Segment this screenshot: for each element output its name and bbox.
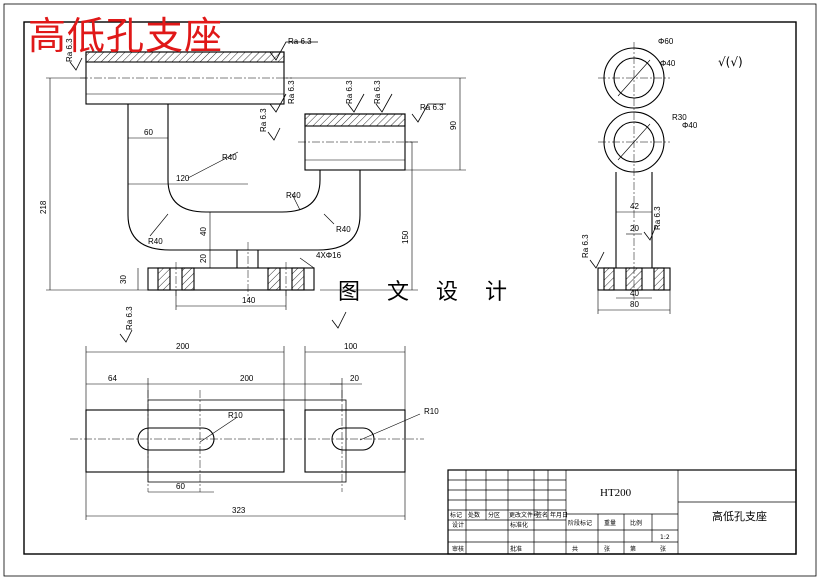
roughness-label-v4: Ra 6.3 <box>259 108 268 132</box>
dim-42: 42 <box>630 202 639 211</box>
dim-90: 90 <box>449 121 458 130</box>
tb-stage-mark: 阶段标记 <box>568 519 592 527</box>
tb-review: 审核 <box>452 545 464 553</box>
tb-zone: 分区 <box>488 511 500 519</box>
front-view-dim-texts: 60 120 R40 R40 R40 R40 40 20 30 140 4XΦ1… <box>39 121 458 305</box>
dim-140: 140 <box>242 296 256 305</box>
tb-material: HT200 <box>600 487 632 499</box>
dim-20: 20 <box>199 254 208 263</box>
roughness-label-v1: Ra 6.3 <box>345 80 354 104</box>
dim-60: 60 <box>144 128 153 137</box>
dim-323: 323 <box>232 506 246 515</box>
general-roughness: √(√) <box>718 55 743 69</box>
dim-r40-d: R40 <box>336 225 351 234</box>
dim-64: 64 <box>108 374 117 383</box>
roughness-label-v7: Ra 6.3 <box>653 206 662 230</box>
dim-40: 40 <box>199 227 208 236</box>
tb-scale: 1:2 <box>660 534 670 541</box>
dim-218: 218 <box>39 200 48 214</box>
tb-approve: 批准 <box>510 545 522 553</box>
tb-standardize: 标准化 <box>510 521 528 529</box>
title-block-texts: 标记 处数 分区 更改文件号 签名 年月日 设计 标准化 阶段标记 重量 比例 … <box>450 487 767 553</box>
roughness-label-v5: Ra 6.3 <box>125 306 134 330</box>
side-view-dim-lines <box>597 59 671 314</box>
outer-border <box>3 3 817 577</box>
roughness-label-v8: Ra 6.3 <box>65 38 74 62</box>
roughness-label-v6: Ra 6.3 <box>581 234 590 258</box>
overlay-title: 高低孔支座 <box>28 14 224 58</box>
roughness-label-top: Ra 6.3 <box>288 37 312 46</box>
dim-20-side: 20 <box>630 224 639 233</box>
top-view <box>70 390 424 492</box>
dim-80: 80 <box>630 300 639 309</box>
roughness-label-v3: Ra 6.3 <box>287 80 296 104</box>
tb-count: 处数 <box>468 511 480 519</box>
tb-weight: 重量 <box>604 519 616 527</box>
tb-total: 共 <box>572 545 578 553</box>
dim-200-a: 200 <box>176 342 190 351</box>
tb-mark: 标记 <box>450 511 462 519</box>
title-block <box>447 469 797 555</box>
dim-100: 100 <box>344 342 358 351</box>
tb-change-doc: 更改文件号 <box>509 511 539 519</box>
dim-r40-b: R40 <box>148 237 163 246</box>
tb-date: 年月日 <box>550 511 568 519</box>
top-view-dim-texts: 200 100 64 200 20 R10 R10 60 323 <box>108 342 439 515</box>
dim-4x16: 4XΦ16 <box>316 251 342 260</box>
tb-part-name: 高低孔支座 <box>712 509 767 523</box>
top-view-dim-lines <box>85 346 421 520</box>
dim-phi40-a: Φ40 <box>660 59 676 68</box>
dim-phi40-b: Φ40 <box>682 121 698 130</box>
tb-scale-label: 比例 <box>630 519 642 527</box>
dim-r10-b: R10 <box>424 407 439 416</box>
dim-60-top: 60 <box>176 482 185 491</box>
roughness-label-right: Ra 6.3 <box>420 103 444 112</box>
dim-200-b: 200 <box>240 374 254 383</box>
roughness-label-v2: Ra 6.3 <box>373 80 382 104</box>
dim-150: 150 <box>401 230 410 244</box>
dim-r10-a: R10 <box>228 411 243 420</box>
roughness-symbols <box>69 41 657 343</box>
dim-20-top: 20 <box>350 374 359 383</box>
dim-30: 30 <box>119 275 128 284</box>
side-view-dim-texts: Φ60 Φ40 R30 Φ40 42 20 40 80 <box>630 37 698 309</box>
inner-border <box>23 21 797 555</box>
dim-r40-c: R40 <box>286 191 301 200</box>
tb-design: 设计 <box>452 521 464 529</box>
side-view <box>597 42 671 300</box>
dim-120: 120 <box>176 174 190 183</box>
tb-sheet: 张 <box>604 545 610 553</box>
dim-phi60: Φ60 <box>658 37 674 46</box>
tb-page-sheet: 张 <box>660 545 666 553</box>
dim-40-side: 40 <box>630 289 639 298</box>
front-view-dim-lines <box>46 77 466 310</box>
roughness-labels: Ra 6.3 Ra 6.3 Ra 6.3 Ra 6.3 Ra 6.3 Ra 6.… <box>65 37 662 330</box>
front-view <box>80 51 412 300</box>
watermark-text: 图 文 设 计 <box>338 280 517 305</box>
dim-r40-a: R40 <box>222 153 237 162</box>
tb-sign: 签名 <box>536 511 548 519</box>
tb-page: 第 <box>630 545 636 553</box>
dim-r30: R30 <box>672 113 687 122</box>
